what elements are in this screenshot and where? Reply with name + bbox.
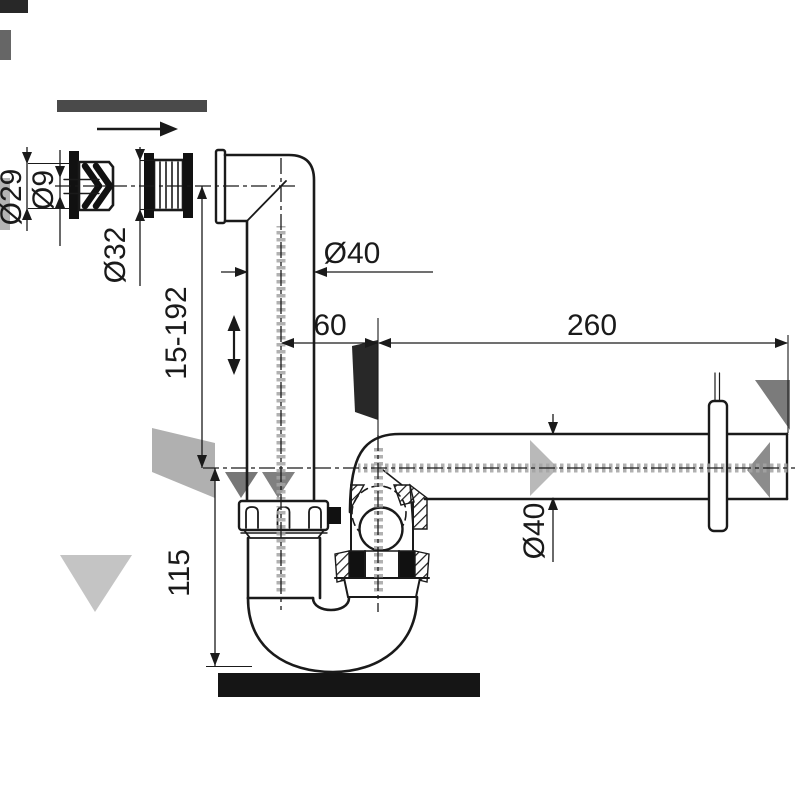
inlet-elbow [214,148,316,504]
flow-direction-arrow [97,121,178,137]
hose-nipple-fitting [63,151,115,219]
trap-nut [237,499,341,539]
dim-label-trap-depth: 115 [163,549,196,597]
dim-label-outlet-length: 260 [567,309,617,342]
dim-trap-depth-115: 115 [163,468,252,668]
centerlines [55,158,795,612]
dim-label-inlet-dia40: Ø40 [324,237,381,270]
dim-label-dia32: Ø32 [99,227,132,284]
nut-wing-right [414,550,430,583]
dim-label-offset-60: 60 [313,309,346,342]
dim-offset-60: 60 [281,309,379,440]
adjustability-double-arrow [227,315,241,375]
dim-label-dia9: Ø9 [27,170,60,210]
dim-inlet-dia40: Ø40 [221,237,433,277]
u-bend [246,595,419,674]
dim-label-adjust-range: 15-192 [160,286,193,379]
dim-outlet-length-260: 260 [378,309,789,433]
dim-outlet-dia40: Ø40 [518,414,558,562]
dim-dia29: Ø29 [0,147,70,231]
dim-dia32: Ø32 [99,147,154,286]
dim-label-outlet-dia40: Ø40 [518,503,551,560]
side-stub [327,507,341,524]
dimensions: Ø29 Ø9 Ø32 15-192 [0,121,789,668]
dim-dia9: Ø9 [27,150,65,246]
dim-label-dia29: Ø29 [0,169,28,226]
dim-adjust-range: 15-192 [160,186,207,468]
wall-flange-plate [707,372,729,533]
